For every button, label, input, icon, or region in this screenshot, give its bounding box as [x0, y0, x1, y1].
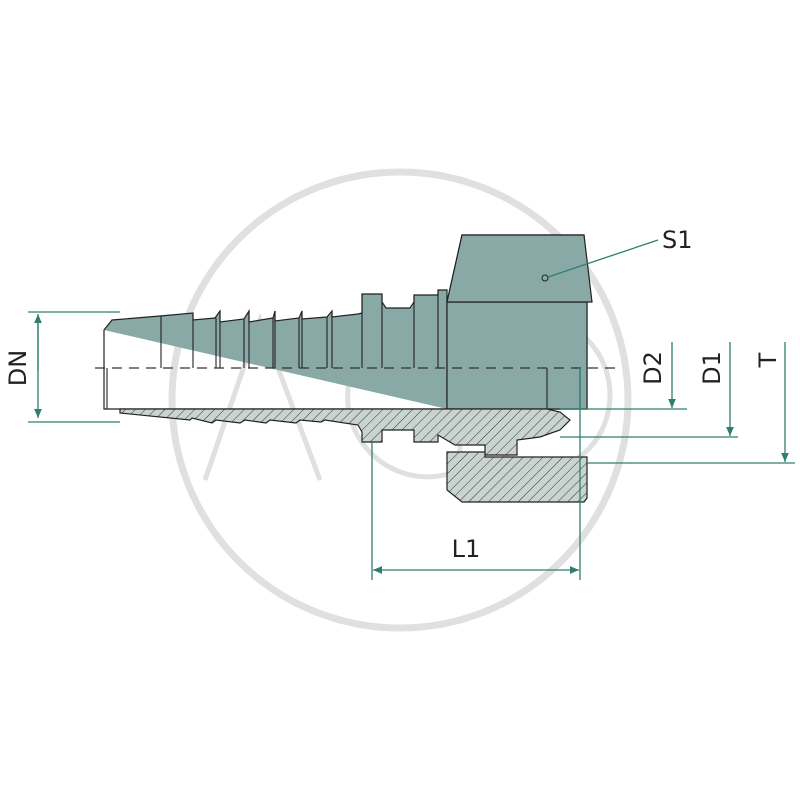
- d1-label: D1: [698, 351, 726, 385]
- dn-label: DN: [4, 350, 32, 386]
- d2-dimension: [560, 342, 687, 410]
- s1-point: [541, 274, 549, 282]
- nut-body: [446, 301, 588, 410]
- s1-label: S1: [662, 226, 693, 254]
- d1-dimension: [560, 342, 738, 438]
- nut-section-hatch: [446, 451, 588, 503]
- l1-dimension: [371, 368, 581, 580]
- t-dimension: [587, 342, 795, 464]
- dn-dimension: [28, 311, 120, 423]
- d2-label: D2: [639, 351, 667, 385]
- section-hatch: [119, 408, 571, 456]
- l1-label: L1: [452, 535, 481, 563]
- barb-edges: [106, 290, 581, 409]
- nut-hex-face: [446, 234, 593, 303]
- t-label: T: [754, 352, 782, 368]
- s1-leader: [547, 239, 659, 278]
